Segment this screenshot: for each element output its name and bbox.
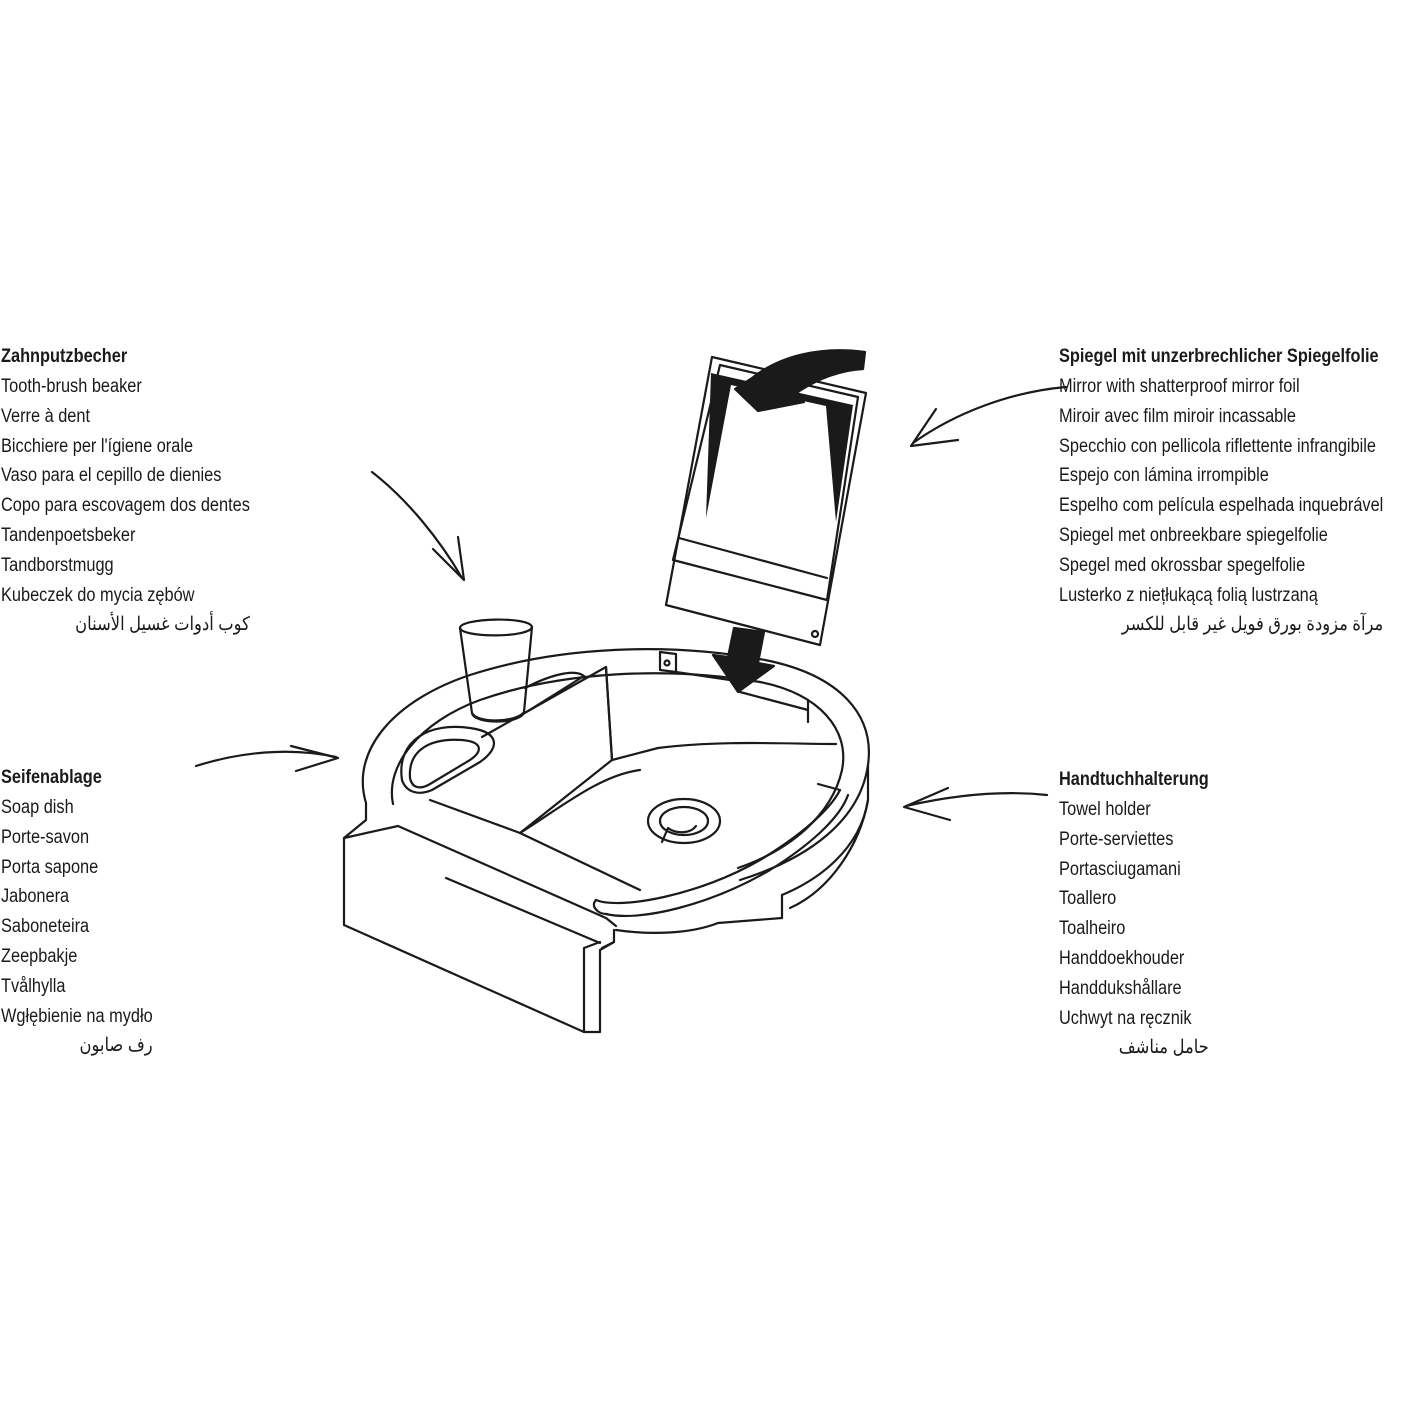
mirror-label: Spiegel mit unzerbrechlicher Spiegelfoli… — [1059, 342, 1408, 640]
towel-holder-line: Toalheiro — [1059, 918, 1126, 940]
toothbrush-beaker-line: Copo para escovagem dos dentes — [1, 495, 250, 517]
mirror-line: Miroir avec film miroir incassable — [1059, 405, 1296, 427]
towel-holder-callout-arrow — [902, 786, 1049, 822]
toothbrush-beaker-line: Vaso para el cepillo de dienies — [1, 465, 222, 487]
soap-dish-line: Jabonera — [1, 886, 70, 908]
towel-holder-line: Handdoekhouder — [1059, 947, 1185, 969]
towel-holder-title: Handtuchhalterung — [1059, 769, 1209, 790]
mirror-line: Mirror with shatterproof mirror foil — [1059, 376, 1300, 397]
toothbrush-beaker-line: Tandborstmugg — [1, 554, 114, 576]
mirror-line: Lusterko z niețłukącą folią lustrzaną — [1059, 584, 1318, 606]
towel-holder-line: Towel holder — [1059, 799, 1151, 820]
towel-holder-line: Porte-serviettes — [1059, 828, 1174, 850]
flip-arrow — [733, 349, 867, 413]
towel-holder-line: Uchwyt na ręcznik — [1059, 1007, 1192, 1029]
toothbrush-beaker-line: Verre à dent — [1, 405, 91, 427]
towel-holder-line-arabic: حامل مناشف — [1118, 1037, 1209, 1059]
soap-dish-line: Tvålhylla — [1, 975, 66, 997]
soap-dish-label: Seifenablage Soap dish Porte-savon Porta… — [1, 763, 177, 1061]
mirror-line: Espejo con lámina irrompible — [1059, 465, 1269, 487]
soap-dish-callout-arrow — [194, 744, 340, 773]
towel-holder-label: Handtuchhalterung Towel holder Porte-ser… — [1059, 765, 1233, 1063]
insert-arrow — [711, 626, 776, 694]
soap-dish-line: Porta sapone — [1, 856, 99, 878]
mirror-title: Spiegel mit unzerbrechlicher Spiegelfoli… — [1059, 346, 1379, 367]
beaker-callout-arrow — [370, 470, 466, 582]
toothbrush-beaker-line: Kubeczek do mycia zębów — [1, 584, 195, 606]
towel-holder-line: Toallero — [1059, 888, 1117, 910]
soap-dish-line: Saboneteira — [1, 916, 90, 938]
towel-holder-line: Handdukshållare — [1059, 977, 1182, 999]
soap-dish-line: Wgłębienie na mydło — [1, 1005, 153, 1027]
mirror-line-arabic: مرآة مزودة بورق فويل غير قابل للكسر — [1121, 614, 1384, 636]
toothbrush-beaker-line: Tandenpoetsbeker — [1, 524, 136, 546]
soap-dish-line: Porte-savon — [1, 826, 90, 848]
towel-holder-line: Portasciugamani — [1059, 858, 1181, 880]
toothbrush-beaker-title: Zahnputzbecher — [1, 346, 128, 367]
toothbrush-beaker-line: Tooth-brush beaker — [1, 376, 142, 397]
soap-dish-line-arabic: رف صابون — [79, 1035, 153, 1057]
mirror-callout-arrow — [909, 385, 1068, 448]
soap-dish-title: Seifenablage — [1, 767, 102, 788]
toothbrush-beaker-line-arabic: كوب أدوات غسيل الأسنان — [75, 614, 250, 636]
mirror-line: Spiegel met onbreekbare spiegelfolie — [1059, 524, 1328, 546]
mirror-line: Specchio con pellicola riflettente infra… — [1059, 435, 1377, 457]
soap-dish-line: Zeepbakje — [1, 945, 78, 967]
mirror-line: Spegel med okrossbar spegelfolie — [1059, 554, 1306, 576]
mirror-line: Espelho com película espelhada inquebráv… — [1059, 495, 1384, 517]
toothbrush-beaker-label: Zahnputzbecher Tooth-brush beaker Verre … — [1, 342, 290, 640]
toothbrush-beaker-line: Bicchiere per l'ígiene orale — [1, 435, 194, 457]
sink-basin — [342, 618, 870, 1034]
soap-dish-line: Soap dish — [1, 797, 74, 818]
